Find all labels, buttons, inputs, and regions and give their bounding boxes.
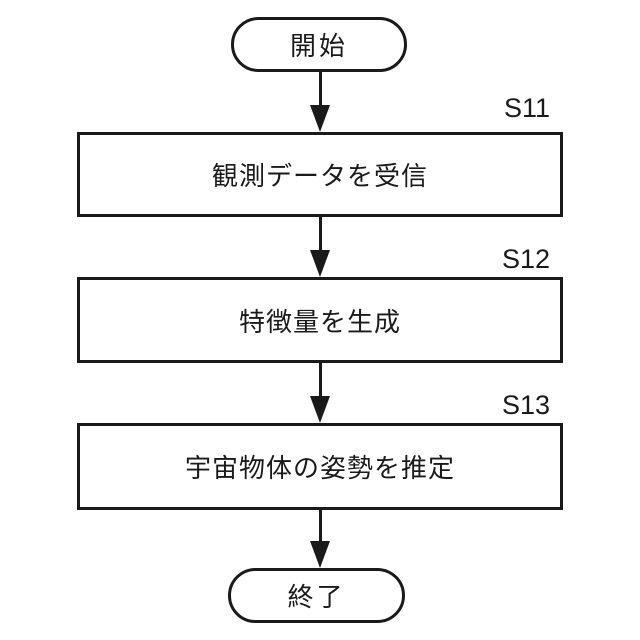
step-label-s12: S12 — [501, 244, 550, 274]
process-box-s13-label: 宇宙物体の姿勢を推定 — [184, 453, 455, 483]
arrow-head-icon — [310, 541, 330, 568]
process-box-s12: 特徴量を生成 — [77, 277, 563, 363]
arrow-stem — [318, 72, 322, 112]
flow-arrow-s11-to-s12 — [310, 217, 330, 277]
flow-arrow-start-to-s11 — [310, 72, 330, 132]
terminator-end-label: 終了 — [287, 582, 346, 612]
step-label-s13: S13 — [501, 390, 550, 420]
step-label-s11: S11 — [503, 93, 550, 123]
arrow-head-icon — [310, 396, 330, 423]
arrow-stem — [318, 217, 322, 257]
process-box-s11-label: 観測データを受信 — [211, 161, 428, 191]
flow-arrow-s12-to-s13 — [310, 363, 330, 423]
flow-arrow-s13-to-end — [310, 510, 330, 568]
terminator-start: 開始 — [231, 17, 407, 72]
process-box-s13: 宇宙物体の姿勢を推定 — [77, 423, 563, 510]
arrow-stem — [318, 363, 322, 403]
terminator-start-label: 開始 — [289, 31, 348, 61]
arrow-head-icon — [310, 250, 330, 277]
arrow-head-icon — [310, 105, 330, 132]
process-box-s12-label: 特徴量を生成 — [238, 306, 401, 337]
terminator-end: 終了 — [228, 568, 405, 623]
process-box-s11: 観測データを受信 — [77, 132, 563, 217]
arrow-stem — [318, 510, 322, 548]
